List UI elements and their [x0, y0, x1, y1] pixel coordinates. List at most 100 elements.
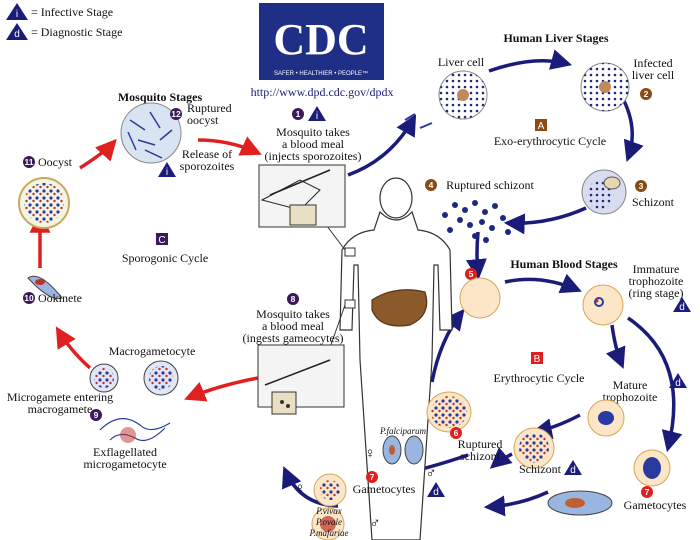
diagram-label: Ruptured	[187, 101, 232, 115]
legend-diagnostic-label: = Diagnostic Stage	[31, 25, 122, 39]
diagram-label: i	[16, 9, 18, 20]
diagram-label: 11	[25, 157, 34, 167]
skin-marker-upper	[344, 247, 356, 257]
diagram-label: B	[534, 354, 541, 365]
diagram-label: Ruptured	[458, 437, 503, 451]
mature-trophozoite: Mature trophozoite d	[587, 373, 687, 437]
diagram-label: Release of	[182, 147, 232, 161]
cdc-logo-tagline: SAFER • HEALTHIER • PEOPLE™	[274, 70, 368, 77]
diagram-label: Liver cell	[438, 55, 485, 69]
diagram-label: P.vivax	[315, 506, 342, 516]
stage-10-ookinete: 10 Ookinete	[23, 275, 82, 305]
stage-12-ruptured-oocyst: 12 Ruptured oocyst Release of sporozoite…	[120, 101, 235, 178]
diagram-label: Schizont	[519, 462, 562, 476]
diagram-label: ♂	[425, 466, 436, 482]
liver-cell: Liver cell	[404, 55, 488, 129]
legend: i = Infective Stage d = Diagnostic Stage	[6, 3, 122, 40]
diagram-label: 1	[296, 109, 301, 119]
diagram-label: a blood meal	[282, 137, 345, 151]
diagram-label: liver cell	[632, 68, 675, 82]
heading-human-liver-stages: Human Liver Stages	[503, 31, 608, 45]
diagram-label: Schizont	[632, 195, 675, 209]
diagram-label: a blood meal	[262, 319, 325, 333]
diagram-label: Erythrocytic Cycle	[494, 371, 585, 385]
diagram-label: Sporogonic Cycle	[122, 251, 208, 265]
diagram-label: 8	[291, 294, 296, 304]
diagram-label: Gametocytes	[624, 498, 687, 512]
diagram-label: 7	[370, 472, 375, 482]
diagram-label: (injects sporozoites)	[265, 149, 362, 163]
diagram-label: Mature	[613, 378, 648, 392]
diagram-label: d	[570, 465, 576, 476]
gametocytes-right: 7 Gametocytes	[547, 449, 687, 516]
stage-3-liver-schizont: 3 Schizont	[581, 169, 675, 215]
blood-schizont: Schizont d	[513, 427, 582, 476]
human-silhouette	[339, 177, 453, 540]
diagram-label: 10	[24, 293, 34, 303]
diagram-label: ♀	[294, 481, 305, 497]
diagram-label: Microgamete entering	[7, 390, 113, 404]
diagram-label: Gametocytes	[353, 482, 416, 496]
diagram-label: A	[538, 121, 545, 132]
diagram-label: i	[316, 111, 318, 122]
diagram-label: d	[433, 487, 439, 498]
diagram-label: (ring stage)	[629, 286, 684, 300]
diagram-label: 7	[645, 487, 650, 497]
diagram-label: d	[675, 378, 681, 389]
skin-marker-lower	[344, 299, 356, 309]
diagram-label: ♀	[364, 446, 375, 462]
stage-2-infected-liver-cell: Infected liver cell 2	[580, 56, 675, 112]
diagram-label: (ingests gameocytes)	[243, 331, 344, 345]
diagram-label: schizont	[460, 449, 501, 463]
stage-11-oocyst: 11 Oocyst	[18, 155, 73, 229]
diagram-label: Immature	[633, 262, 680, 276]
cdc-logo: CDC SAFER • HEALTHIER • PEOPLE™	[259, 3, 384, 80]
diagram-label: trophozoite	[629, 274, 684, 288]
stage-5-merozoite-rbc: 5	[459, 268, 501, 319]
diagram-label: 2	[644, 89, 649, 99]
diagram-label: 5	[469, 269, 474, 279]
diagram-label: Macrogametocyte	[109, 344, 196, 358]
diagram-label: ♂	[369, 516, 380, 532]
cdc-logo-text: CDC	[273, 15, 368, 64]
exo-erythrocytic-cycle: A Exo-erythrocytic Cycle	[494, 119, 606, 148]
diagram-label: 4	[429, 180, 434, 190]
diagram-label: 12	[171, 109, 181, 119]
heading-mosquito-stages: Mosquito Stages	[118, 90, 203, 104]
diagram-label: d	[679, 302, 685, 313]
diagram-label: 9	[94, 410, 99, 420]
stage-4-ruptured-schizont: 4 Ruptured schizont	[425, 178, 534, 243]
diagram-label: oocyst	[187, 113, 219, 127]
legend-infective-label: = Infective Stage	[31, 5, 113, 19]
diagram-label: Ruptured schizont	[446, 178, 534, 192]
erythrocytic-cycle: B Erythrocytic Cycle	[494, 352, 585, 385]
diagram-label: i	[166, 167, 168, 178]
diagram-label: C	[158, 235, 165, 246]
gametocytes-left: P.falciparum ♀ ♂ 7 Gametocytes d ♀ ♂ P.v…	[294, 426, 445, 540]
stage-6-ruptured-blood-schizont: 6 Ruptured schizont	[426, 391, 503, 463]
diagram-label: Ookinete	[38, 291, 82, 305]
cdc-url-link[interactable]: http://www.dpd.cdc.gov/dpdx	[251, 85, 394, 99]
stage-8-mosquito-bite: 8 Mosquito takes a blood meal (ingests g…	[243, 293, 345, 415]
diagram-label: 6	[454, 428, 459, 438]
diagram-label: Oocyst	[38, 155, 73, 169]
diagram-label: sporozoites	[180, 159, 235, 173]
diagram-label: P.ovale	[315, 517, 342, 527]
diagram-label: P.mafariae	[308, 528, 348, 538]
sporogonic-cycle: C Sporogonic Cycle	[122, 233, 208, 265]
diagram-label: Exflagellated	[93, 445, 157, 459]
stage-1-mosquito-bite: 1 i Mosquito takes a blood meal (injects…	[258, 106, 362, 228]
diagram-label: P.falciparum	[379, 426, 427, 436]
diagram-label: macrogamete	[28, 402, 93, 416]
diagnostic-stage-icon: d	[6, 23, 28, 40]
diagram-label: Exo-erythrocytic Cycle	[494, 134, 606, 148]
diagram-label: Mosquito takes	[256, 307, 330, 321]
blood-cycle-arrows	[281, 273, 683, 517]
diagram-label: trophozoite	[603, 390, 658, 404]
immature-trophozoite: Immature trophozoite (ring stage) d	[582, 262, 691, 326]
diagram-label: Infected	[633, 56, 672, 70]
diagram-label: Mosquito takes	[276, 125, 350, 139]
heading-human-blood-stages: Human Blood Stages	[510, 257, 618, 271]
